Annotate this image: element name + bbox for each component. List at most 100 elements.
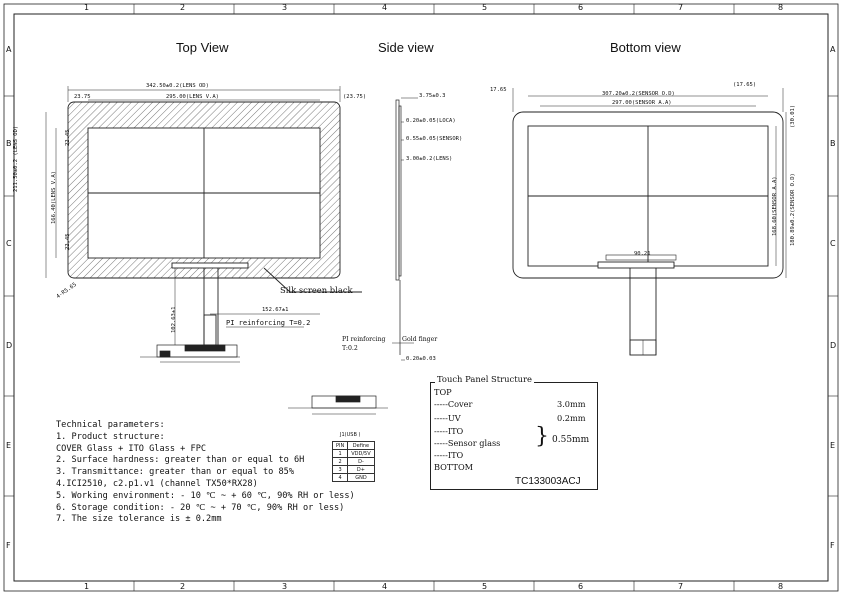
bottom-view-drawing [512, 88, 787, 356]
dim-side-total: 3.75±0.3 [419, 93, 446, 99]
grid-col-label: 5 [482, 582, 488, 591]
top-fpc-bonding [171, 262, 249, 269]
pin-table-caption: J1(USB ) [340, 432, 361, 438]
structure-title: Touch Panel Structure [435, 374, 534, 384]
grid-row-label: E [830, 441, 836, 450]
middle-fpc-detail [288, 395, 388, 415]
dim-top-margin: 22.45 [65, 129, 71, 146]
technical-parameters: Technical parameters: 1. Product structu… [56, 420, 355, 526]
dim-side-sensor: 0.55±0.05(SENSOR) [406, 136, 463, 142]
pin-cell: GND [347, 473, 375, 482]
params-title: Technical parameters: [56, 420, 165, 430]
grid-col-label: 1 [84, 582, 90, 591]
grid-col-label: 2 [180, 582, 186, 591]
dim-right-margin: (23.75) [343, 94, 367, 100]
dim-fpc-length: 102.63±1 [171, 306, 177, 334]
grid-col-label: 7 [678, 3, 684, 12]
structure-brace: } [535, 424, 549, 449]
grid-col-label: 3 [282, 3, 288, 12]
dim-lens-od-height: 211.50±0.2 (LENS OD) [13, 125, 19, 192]
dim-sensor-aa-width: 297.00(SENSOR A.A) [612, 100, 672, 106]
structure-bottom: BOTTOM [434, 462, 474, 472]
dim-bottom-right: (17.65) [733, 82, 757, 88]
structure-sensor-value: 0.55mm [552, 435, 590, 445]
dim-bottom-margin: 22.45 [65, 233, 71, 250]
touch-panel-structure: Touch Panel Structure TOP -----Cover 3.0… [430, 374, 598, 490]
grid-row-label: F [6, 541, 11, 550]
side-gold-finger: Gold finger [402, 336, 438, 343]
dim-bottom-left: 17.65 [490, 87, 507, 93]
params-line: 2. Surface hardness: greater than or equ… [56, 455, 305, 466]
silk-screen-label: Silk screen black [280, 285, 353, 295]
params-line: COVER Glass + ITO Glass + FPC [56, 443, 207, 454]
dim-sensor-aa-height: 168.60(SENSOR A.A) [772, 176, 778, 236]
grid-col-label: 3 [282, 582, 288, 591]
params-line: 1. Product structure: [56, 431, 165, 442]
side-lens [395, 99, 400, 281]
top-view-title: Top View [176, 40, 229, 55]
grid-row-label: C [830, 239, 836, 248]
side-sensor [398, 105, 402, 277]
grid-col-label: 8 [778, 3, 784, 12]
grid-col-label: 5 [482, 3, 488, 12]
top-fpc-tail [203, 314, 217, 346]
grid-row-label: B [6, 139, 12, 148]
dim-bottom-fpc-width: 90.21 [634, 251, 651, 257]
grid-col-label: 7 [678, 582, 684, 591]
grid-row-label: D [830, 341, 837, 350]
grid-col-label: 1 [84, 3, 90, 12]
bottom-glass-outline [512, 111, 784, 279]
dim-sensor-od-height: 180.89±0.2(SENSOR O.D) [790, 173, 796, 246]
grid-row-label: D [6, 341, 13, 350]
structure-layer: -----Sensor glass [434, 438, 501, 448]
model-number: TC133003ACJ [515, 476, 581, 487]
structure-layer: -----UV [434, 413, 461, 423]
grid-row-label: A [6, 45, 12, 54]
grid-col-label: 8 [778, 582, 784, 591]
dim-top-gap: (30.01) [790, 104, 796, 128]
dim-sensor-od-width: 307.20±0.2(SENSOR O.D) [602, 91, 675, 97]
side-view-title: Side view [378, 40, 434, 55]
params-line: 3. Transmittance: greater than or equal … [56, 467, 294, 478]
bottom-view-title: Bottom view [610, 40, 681, 55]
grid-col-label: 4 [382, 582, 388, 591]
grid-row-label: C [6, 239, 12, 248]
grid-row-label: E [6, 441, 12, 450]
dim-side-lens: 3.00±0.2(LENS) [406, 156, 453, 162]
top-fpc-detail [140, 344, 240, 363]
structure-layer-value: 0.2mm [557, 413, 586, 423]
dim-fpc-offset: 152.67±1 [262, 307, 289, 313]
grid-col-label: 6 [578, 582, 584, 591]
grid-row-label: B [830, 139, 836, 148]
structure-top: TOP [434, 387, 452, 397]
params-line: 7. The size tolerance is ± 0.2mm [56, 514, 222, 525]
side-view-drawing [392, 97, 418, 361]
structure-layer: -----ITO [434, 426, 464, 436]
dim-side-loca: 0.20±0.05(LOCA) [406, 118, 456, 124]
top-view-drawing [45, 86, 362, 346]
grid-ticks [4, 4, 838, 591]
side-pi-thickness: T:0.2 [342, 345, 358, 352]
params-line: 4.ICI2510, c2.p1.v1 (channel TX50*RX28) [56, 478, 258, 489]
outer-frame [3, 3, 839, 592]
dim-lens-va-width: 295.00(LENS V.A) [166, 94, 219, 100]
structure-layer: -----Cover [434, 399, 473, 409]
grid-col-label: 4 [382, 3, 388, 12]
side-pi-reinforcing: PI reinforcing [342, 336, 386, 343]
dim-lens-od-width: 342.50±0.2(LENS OD) [146, 83, 209, 89]
grid-row-label: F [830, 541, 835, 550]
dim-left-margin: 23.75 [74, 94, 91, 100]
grid-row-label: A [830, 45, 836, 54]
params-line: 6. Storage condition: - 20 ℃ ~ + 70 ℃, 9… [56, 502, 345, 513]
inner-frame [13, 13, 829, 582]
structure-layer-value: 3.0mm [557, 399, 586, 409]
dim-gold-finger: 0.20±0.03 [406, 356, 436, 362]
grid-col-label: 2 [180, 3, 186, 12]
structure-layer: -----ITO [434, 450, 464, 460]
dim-lens-va-height: 166.40(LENS V.A) [51, 171, 57, 224]
grid-col-label: 6 [578, 3, 584, 12]
params-line: 5. Working environment: - 10 ℃ ~ + 60 ℃,… [56, 490, 355, 501]
